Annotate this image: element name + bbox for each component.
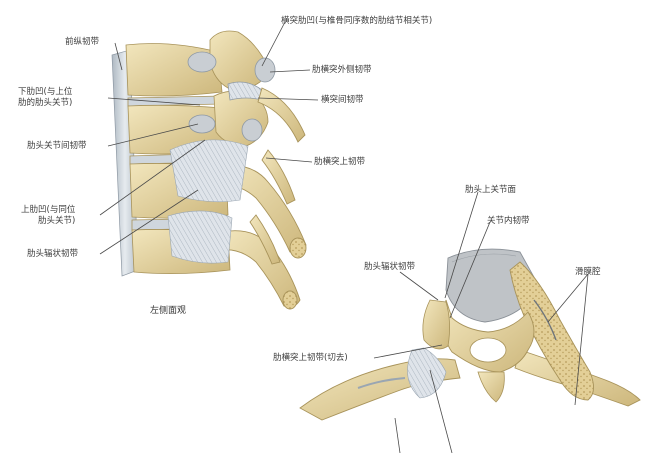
label-inferior-costal-facet-line1: 下肋凹(与上位 (18, 87, 73, 97)
label-superior-costal-facet-line2: 肋头关节) (38, 216, 76, 226)
label-superior-costotransverse-ligament-cut: 肋横突上韧带(切去) (273, 353, 348, 363)
spinous-process (477, 371, 505, 403)
label-intertransverse-ligament: 横突间韧带 (321, 95, 364, 105)
rib-head-left-superior (422, 299, 450, 350)
vertebral-arch (443, 299, 535, 373)
vertebral-processes (187, 30, 276, 147)
label-superior-costotransverse-ligament: 肋横突上韧带 (314, 157, 366, 167)
label-radiate-ligament-right: 肋头辐状韧带 (364, 262, 416, 272)
label-transverse-costal-facet: 横突肋凹(与椎骨同序数的肋结节相关节) (281, 16, 433, 26)
caption-left-lateral-view: 左侧面观 (150, 306, 187, 316)
label-inferior-costal-facet-line2: 肋的肋头关节) (18, 98, 73, 108)
label-synovial-cavity: 滑膜腔 (575, 267, 601, 277)
label-intraarticular-ligament-left: 肋头关节间韧带 (27, 141, 87, 151)
label-lateral-costotransverse-ligament: 肋横突外侧韧带 (312, 65, 372, 75)
vertebral-foramen (469, 337, 507, 363)
label-inferior-costal-facet: 下肋凹(与上位 肋的肋头关节) (18, 87, 72, 109)
label-anterior-longitudinal-ligament: 前纵韧带 (65, 37, 100, 47)
leader-lines (99, 21, 589, 453)
radiate-ligaments-lateral (167, 139, 249, 264)
label-superior-facet-of-rib-head: 肋头上关节面 (465, 185, 517, 195)
lateral-view-illustration (111, 30, 307, 310)
radiate-ligament-superior (407, 347, 447, 399)
label-radiate-ligament-left: 肋头辐状韧带 (27, 249, 79, 259)
label-superior-costal-facet-line1: 上肋凹(与同位 (21, 205, 76, 215)
synovial-cavity-shape (533, 299, 557, 341)
label-superior-costal-facet: 上肋凹(与同位 肋头关节) (21, 205, 75, 227)
label-intraarticular-ligament-right: 关节内韧带 (487, 216, 530, 226)
